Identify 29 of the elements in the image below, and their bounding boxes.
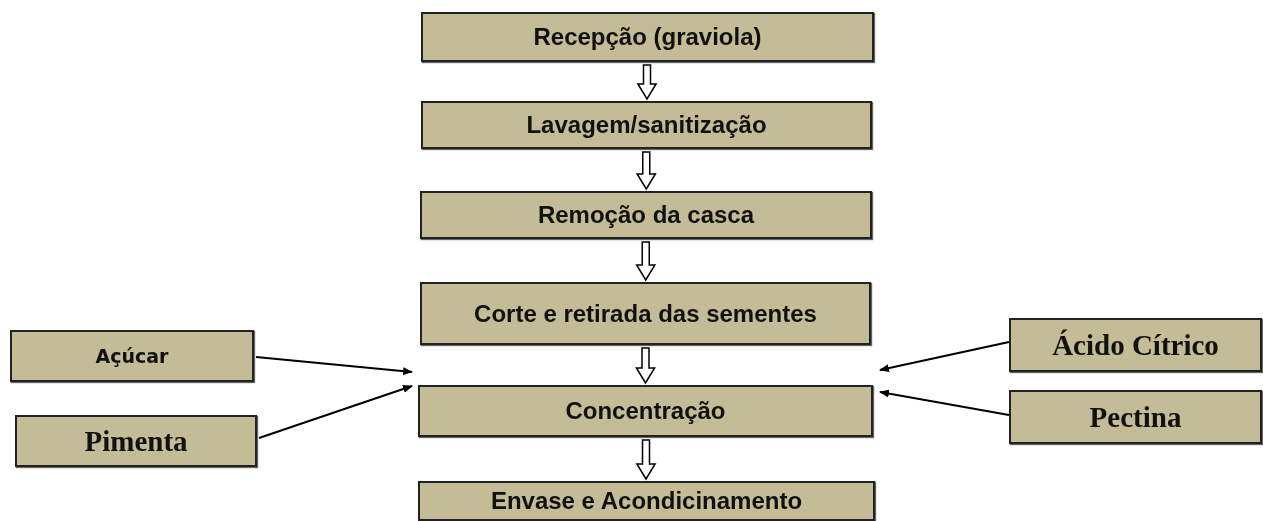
step-label: Lavagem/sanitização (526, 111, 767, 139)
step-label: Pimenta (84, 424, 188, 458)
block-arrow (635, 347, 656, 385)
arrow (255, 356, 413, 376)
process-box (420, 191, 872, 239)
block-arrow (635, 151, 657, 191)
process-box (421, 101, 872, 149)
process-box (10, 330, 254, 382)
process-box (420, 282, 871, 345)
block-arrow (636, 64, 658, 101)
process-box (1009, 390, 1262, 444)
process-box (418, 385, 873, 437)
process-box (421, 12, 874, 62)
step-label: Ácido Cítrico (1052, 328, 1219, 362)
block-arrow (635, 439, 657, 481)
process-box (1009, 318, 1262, 372)
step-label: Açúcar (95, 345, 169, 367)
process-box (418, 481, 875, 521)
process-box (15, 415, 257, 467)
step-label: Remoção da casca (537, 201, 755, 229)
arrow (879, 389, 1010, 416)
step-label: Envase e Acondicinamento (490, 487, 803, 515)
step-label: Recepção (graviola) (533, 23, 762, 51)
arrow (879, 341, 1010, 372)
step-label: Concentração (565, 397, 726, 425)
step-label: Pectina (1089, 400, 1182, 434)
step-label: Corte e retirada das sementes (474, 299, 817, 328)
block-arrow (635, 241, 657, 282)
arrow (258, 385, 413, 439)
